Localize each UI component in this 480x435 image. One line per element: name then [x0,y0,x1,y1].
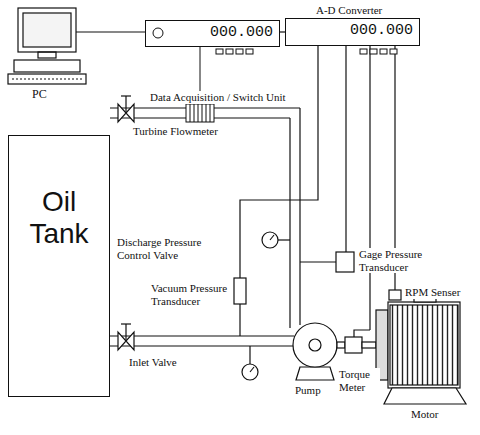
torque-meter [345,337,376,353]
computer-node: PC [8,5,88,105]
cable [76,31,145,32]
part-label: Pump [294,384,322,397]
display-unit: 000.000Data Acquisition / Switch Unit [145,20,280,47]
display-reading: 000.000 [146,21,279,41]
part-label: RPM Senser [404,286,461,299]
motor [376,292,466,404]
sensor-wires [354,46,401,337]
part-label: Motor [410,408,440,421]
part-label: Discharge Pressure Control Valve [116,236,223,261]
unit-label: A-D Converter [316,4,382,17]
part-label: Turbine Flowmeter [132,125,219,138]
turbine-flowmeter [186,46,214,122]
display-reading: 000.000 [286,19,419,39]
unit-label: Data Acquisition / Switch Unit [150,91,286,104]
unit-label: PC [32,88,47,102]
transducers [234,46,354,336]
part-label: Vacuum Pressure Transducer [150,282,232,307]
part-label: Gage Pressure Transducer [358,248,470,273]
display-unit: A-D Converter000.000 [285,18,420,46]
part-label: Torque Meter [338,368,380,393]
tank-box: Oil Tank [8,135,110,397]
pipes [110,108,300,346]
part-label: Inlet Valve [128,356,178,369]
unit-label: Oil Tank [9,186,109,250]
gauges [242,232,290,380]
computer [8,8,86,84]
